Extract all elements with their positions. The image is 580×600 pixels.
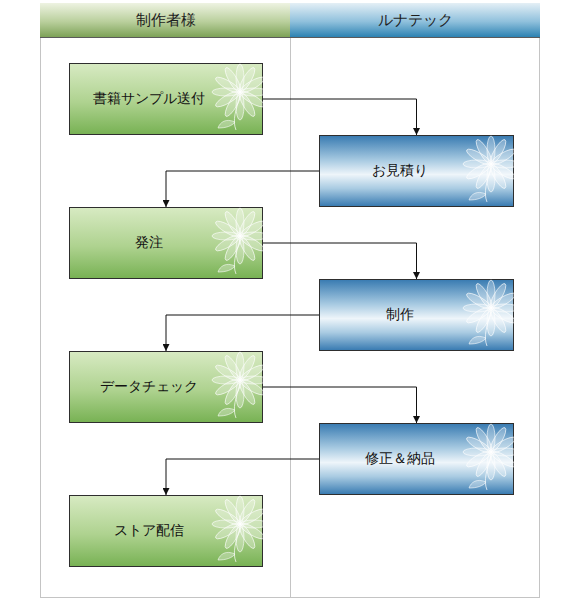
step-label: ストア配信 bbox=[108, 522, 224, 540]
step-label: 書籍サンプル送付 bbox=[87, 90, 245, 108]
swimlane: 制作者様書籍サンプル送付発注データチェックストア配信 bbox=[40, 3, 290, 598]
process-box: お見積り bbox=[319, 135, 514, 207]
flow-arrow bbox=[166, 315, 319, 351]
flower-ornament bbox=[212, 64, 268, 130]
process-box: 書籍サンプル送付 bbox=[69, 63, 263, 135]
flower-ornament bbox=[463, 136, 519, 202]
process-box: 修正＆納品 bbox=[319, 423, 514, 495]
process-box: ストア配信 bbox=[69, 495, 263, 567]
flow-arrow bbox=[263, 99, 417, 135]
flow-arrow bbox=[263, 387, 417, 423]
process-box: データチェック bbox=[69, 351, 263, 423]
lane-heading: 制作者様 bbox=[40, 3, 291, 38]
flower-ornament bbox=[212, 208, 268, 274]
flow-arrow bbox=[166, 171, 319, 207]
flower-ornament bbox=[212, 496, 268, 562]
flow-arrow bbox=[263, 243, 417, 279]
flow-arrow bbox=[166, 459, 319, 495]
step-label: データチェック bbox=[94, 378, 238, 396]
step-label: 発注 bbox=[129, 234, 203, 252]
process-box: 発注 bbox=[69, 207, 263, 279]
flower-ornament bbox=[463, 424, 519, 490]
step-label: 制作 bbox=[380, 306, 454, 324]
swimlane: ルナテックお見積り制作修正＆納品 bbox=[290, 3, 540, 598]
process-box: 制作 bbox=[319, 279, 514, 351]
flower-ornament bbox=[212, 352, 268, 418]
lane-heading: ルナテック bbox=[290, 3, 540, 38]
step-label: お見積り bbox=[366, 162, 468, 180]
flower-ornament bbox=[463, 280, 519, 346]
step-label: 修正＆納品 bbox=[359, 450, 475, 468]
